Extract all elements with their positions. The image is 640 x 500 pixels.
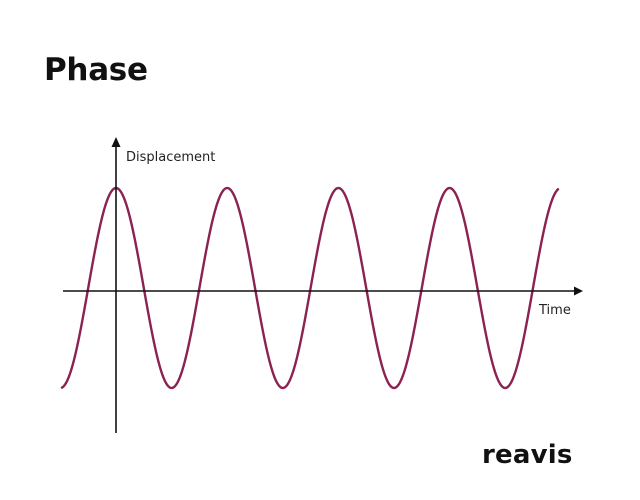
y-axis-label: Displacement	[126, 150, 215, 165]
displacement-wave	[60, 186, 560, 390]
x-axis-arrowhead	[574, 286, 583, 296]
brand-logo: reavis	[482, 440, 573, 470]
x-axis-label: Time	[538, 303, 571, 318]
y-axis-arrowhead	[111, 137, 121, 147]
slide-title: Phase	[44, 52, 148, 88]
